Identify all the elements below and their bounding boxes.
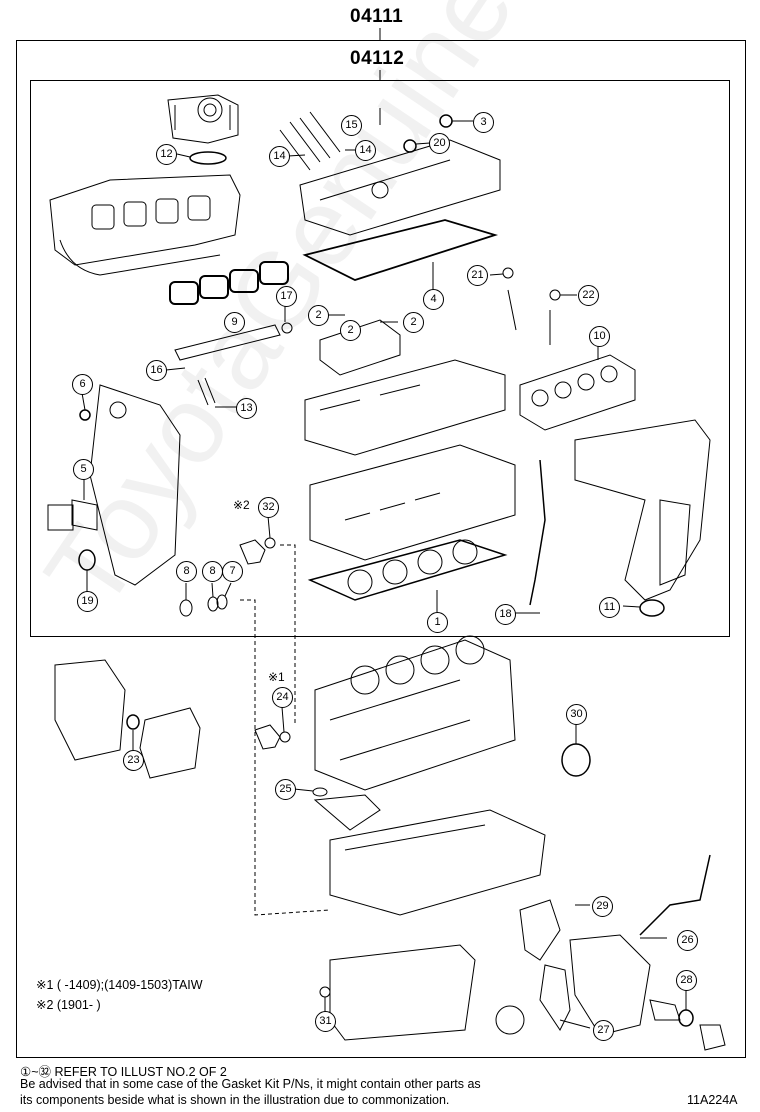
callout-13[interactable]: 13 bbox=[236, 398, 257, 419]
callout-14a[interactable]: 14 bbox=[269, 146, 290, 167]
callout-8a[interactable]: 8 bbox=[176, 561, 197, 582]
inner-kit-frame bbox=[30, 80, 730, 637]
callout-2b[interactable]: 2 bbox=[403, 312, 424, 333]
callout-1[interactable]: 1 bbox=[427, 612, 448, 633]
callout-12[interactable]: 12 bbox=[156, 144, 177, 165]
intake-manifold-drawing bbox=[49, 174, 241, 276]
oil-pan-upper-drawing bbox=[329, 809, 546, 916]
callout-14b[interactable]: 14 bbox=[355, 140, 376, 161]
exhaust-gasket-drawing bbox=[519, 345, 636, 431]
callout-2c[interactable]: 2 bbox=[340, 320, 361, 341]
callout-27[interactable]: 27 bbox=[593, 1020, 614, 1041]
callout-30[interactable]: 30 bbox=[566, 704, 587, 725]
callout-29[interactable]: 29 bbox=[592, 896, 613, 917]
head-gasket-drawing bbox=[307, 539, 508, 612]
throttle-body-drawing bbox=[167, 94, 239, 144]
footer-range-text: REFER TO ILLUST NO.2 OF 2 bbox=[54, 1065, 227, 1079]
footer-reference: ①~㉜ REFER TO ILLUST NO.2 OF 2 bbox=[20, 1061, 227, 1080]
mark-note-1: ※1 bbox=[268, 670, 285, 684]
note-1: ※1 ( -1409);(1409-1503)TAIW bbox=[36, 978, 203, 992]
callout-24[interactable]: 24 bbox=[272, 687, 293, 708]
note-2: ※2 (1901- ) bbox=[36, 998, 101, 1012]
illustration-code: 11A224A bbox=[687, 1093, 738, 1107]
outer-kit-frame bbox=[16, 40, 746, 1058]
callout-21[interactable]: 21 bbox=[467, 265, 488, 286]
intake-gaskets-drawing bbox=[169, 261, 289, 305]
callout-19[interactable]: 19 bbox=[77, 591, 98, 612]
exhaust-manifold-drawing bbox=[574, 419, 711, 601]
footer-range: ①~㉜ bbox=[20, 1065, 52, 1079]
callout-5[interactable]: 5 bbox=[73, 459, 94, 480]
inner-kit-number: 04112 bbox=[350, 48, 405, 69]
callout-25[interactable]: 25 bbox=[275, 779, 296, 800]
callout-26[interactable]: 26 bbox=[677, 930, 698, 951]
cam-cover-drawing bbox=[299, 139, 501, 236]
callout-8b[interactable]: 8 bbox=[202, 561, 223, 582]
lower-timing-cover-drawing bbox=[54, 659, 201, 779]
callout-4[interactable]: 4 bbox=[423, 289, 444, 310]
callout-23[interactable]: 23 bbox=[123, 750, 144, 771]
footer-line-1: Be advised that in some case of the Gask… bbox=[20, 1077, 481, 1091]
oil-pan-lower-drawing bbox=[329, 944, 476, 1041]
callout-6[interactable]: 6 bbox=[72, 374, 93, 395]
callout-15[interactable]: 15 bbox=[341, 115, 362, 136]
callout-28[interactable]: 28 bbox=[676, 970, 697, 991]
callout-16[interactable]: 16 bbox=[146, 360, 167, 381]
callout-7[interactable]: 7 bbox=[222, 561, 243, 582]
callout-22[interactable]: 22 bbox=[578, 285, 599, 306]
camshaft-housing-drawing bbox=[304, 314, 506, 456]
callout-3[interactable]: 3 bbox=[473, 112, 494, 133]
callout-31[interactable]: 31 bbox=[315, 1011, 336, 1032]
outer-kit-number: 04111 bbox=[350, 6, 404, 27]
callout-20[interactable]: 20 bbox=[429, 133, 450, 154]
footer-line-2: its components beside what is shown in t… bbox=[20, 1093, 450, 1107]
callout-11[interactable]: 11 bbox=[599, 597, 620, 618]
callout-32[interactable]: 32 bbox=[258, 497, 279, 518]
cylinder-head-drawing bbox=[309, 444, 516, 561]
cylinder-block-drawing bbox=[314, 635, 516, 791]
mark-note-2: ※2 bbox=[233, 498, 250, 512]
callout-9[interactable]: 9 bbox=[224, 312, 245, 333]
callout-10[interactable]: 10 bbox=[589, 326, 610, 347]
timing-cover-drawing bbox=[89, 384, 181, 586]
callout-18[interactable]: 18 bbox=[495, 604, 516, 625]
callout-2a[interactable]: 2 bbox=[308, 305, 329, 326]
callout-17[interactable]: 17 bbox=[276, 286, 297, 307]
